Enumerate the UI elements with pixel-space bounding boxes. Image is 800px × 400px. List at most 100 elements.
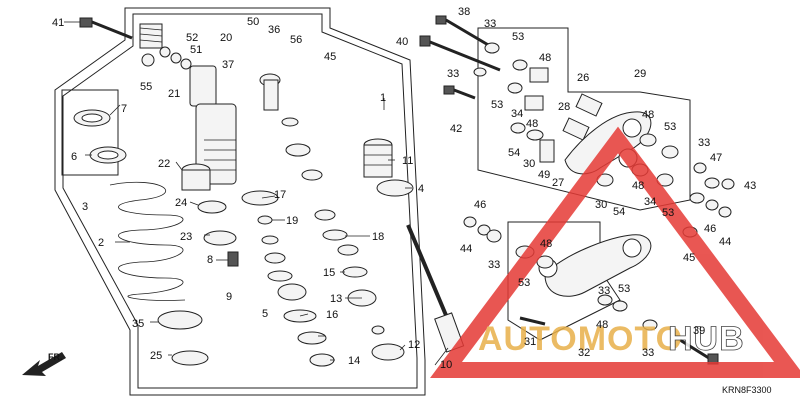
callout: 20 (220, 32, 232, 44)
arm-bearings (596, 133, 735, 238)
callout: 45 (683, 252, 695, 264)
collar-4 (376, 179, 414, 197)
callout: 54 (508, 147, 520, 159)
callout: 16 (326, 309, 338, 321)
washer-52 (159, 46, 171, 58)
callout: 40 (396, 36, 408, 48)
callout: 37 (222, 59, 234, 71)
callout: 3 (82, 201, 88, 213)
valve-8 (227, 251, 239, 267)
callout: 48 (540, 238, 552, 250)
callout: 56 (290, 34, 302, 46)
callout: 8 (207, 254, 213, 266)
callout: 33 (484, 18, 496, 30)
callout: 52 (186, 32, 198, 44)
frame-left-box (61, 89, 119, 176)
bolt-38 (435, 15, 491, 48)
callout: 53 (518, 277, 530, 289)
watermark-word-1: AUTOMOTO (478, 320, 683, 358)
watermark-triangle (430, 126, 800, 378)
callout: 48 (632, 180, 644, 192)
callout: 46 (704, 223, 716, 235)
frame-inner (62, 13, 418, 389)
callout-labels: 41 52 51 20 50 36 56 45 55 21 37 7 1 6 2… (52, 6, 756, 371)
callout: 42 (450, 123, 462, 135)
bump-rubber-22 (181, 163, 211, 191)
washer-21 (180, 58, 192, 70)
callout: 2 (98, 237, 104, 249)
nut-44 (463, 216, 477, 228)
callout: 25 (150, 350, 162, 362)
callout: 32 (578, 347, 590, 359)
callout: 5 (262, 308, 268, 320)
callout: 10 (440, 359, 452, 371)
diagram-code: KRN8F3300 (722, 385, 772, 395)
collars-26-28 (562, 93, 603, 141)
callout: 48 (526, 118, 538, 130)
callout: 45 (324, 51, 336, 63)
watermark-word-2: HUB (668, 320, 745, 358)
callout: 49 (538, 169, 550, 181)
callout: 21 (168, 88, 180, 100)
callout: 53 (664, 121, 676, 133)
callout: 43 (744, 180, 756, 192)
callout: 44 (460, 243, 472, 255)
washer-51 (170, 52, 182, 64)
callout: 27 (552, 177, 564, 189)
piston-stack-left (261, 235, 335, 367)
callout: 53 (618, 283, 630, 295)
callout: 33 (598, 285, 610, 297)
callout: 48 (642, 109, 654, 121)
top-spring (139, 23, 163, 49)
ring-17 (241, 190, 279, 206)
spring-adjuster-7 (73, 109, 111, 127)
callout: 33 (488, 259, 500, 271)
bolt-42 (443, 85, 476, 100)
ring-23 (203, 230, 237, 246)
callout: 34 (511, 108, 523, 120)
ring-35 (157, 310, 203, 330)
callout: 13 (330, 293, 342, 305)
callout: 9 (226, 291, 232, 303)
callout: 4 (418, 183, 424, 195)
washer-19 (257, 215, 273, 225)
callout: 55 (140, 81, 152, 93)
callout: 19 (286, 215, 298, 227)
dust-boot-11 (363, 138, 393, 178)
callout: 33 (447, 68, 459, 80)
front-arrow-icon: FR. (22, 352, 66, 376)
callout: 18 (372, 231, 384, 243)
callout: 50 (247, 16, 259, 28)
callout: 29 (634, 68, 646, 80)
linkage-bearings-top (473, 42, 555, 163)
callout: 53 (491, 99, 503, 111)
bolt-31 (519, 316, 546, 326)
callout: 17 (274, 189, 286, 201)
callout: 48 (596, 319, 608, 331)
callout: 34 (644, 196, 656, 208)
callout: 22 (158, 158, 170, 170)
callout: 30 (595, 199, 607, 211)
callout: 38 (458, 6, 470, 18)
shock-body (189, 65, 237, 185)
callout: 53 (662, 207, 674, 219)
callout: 39 (693, 325, 705, 337)
callout: 33 (642, 347, 654, 359)
shock-link-32 (538, 234, 652, 297)
washer-46 (477, 224, 491, 236)
callout: 6 (71, 151, 77, 163)
callout: 48 (539, 52, 551, 64)
callout: 51 (190, 44, 202, 56)
callout: 11 (402, 155, 413, 167)
bolt-41 (79, 17, 133, 40)
front-label: FR. (48, 352, 63, 362)
seal-24 (197, 200, 227, 214)
callout: 36 (268, 24, 280, 36)
callout: 1 (380, 92, 386, 104)
callout: 35 (132, 318, 144, 330)
frame-linkage (477, 27, 691, 211)
callout: 31 (524, 336, 536, 348)
callout: 47 (710, 152, 722, 164)
leader-lines (64, 21, 449, 366)
